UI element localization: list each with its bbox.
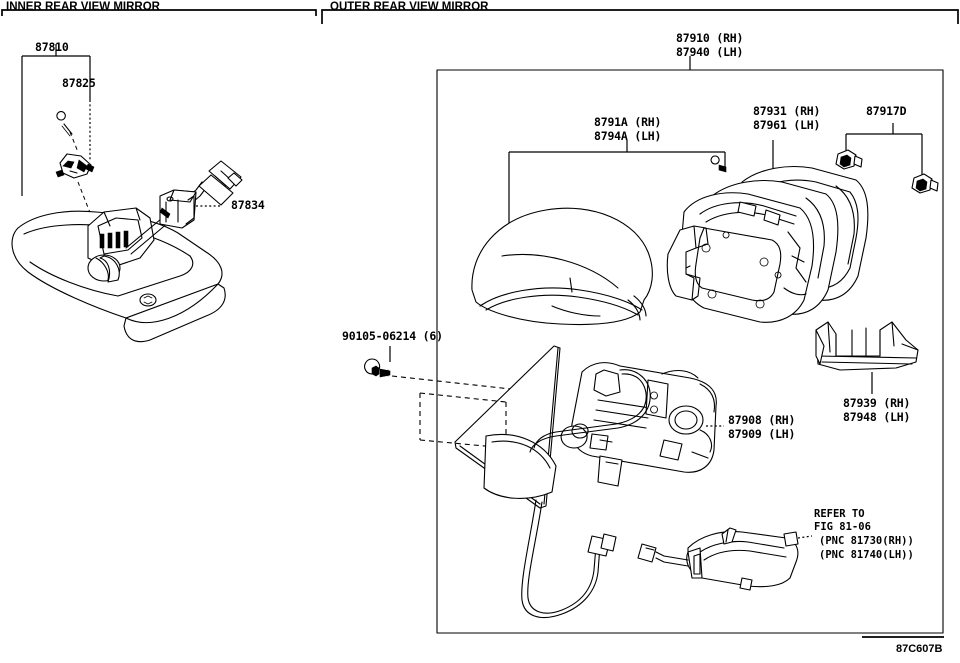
inner-mirror-stay-holder — [55, 153, 95, 179]
mirror-glass-cable — [521, 499, 617, 618]
callout-87940-lh[interactable]: 87940 (LH) — [676, 45, 744, 59]
inner-mirror-harness — [125, 160, 243, 255]
callout-87908-rh[interactable]: 87908 (RH) — [728, 413, 796, 427]
clip-87917D-lower — [911, 173, 939, 194]
mounting-bolt — [364, 358, 391, 378]
inner-mirror-bracket-87834 — [159, 189, 197, 229]
bolt-assembly-dash — [391, 375, 521, 391]
callout-87939-rh[interactable]: 87939 (RH) — [843, 396, 911, 410]
section-frame-outer — [321, 9, 959, 24]
outer-leader-cover — [508, 140, 726, 226]
section-title-outer: OUTER REAR VIEW MIRROR — [330, 1, 489, 13]
inner-leader-87810 — [21, 44, 91, 196]
callout-87910-rh[interactable]: 87910 (RH) — [676, 31, 744, 45]
outer-mirror-cover — [471, 207, 653, 326]
callout-87948-lh[interactable]: 87948 (LH) — [843, 410, 911, 424]
housing-screw — [710, 155, 727, 173]
turn-signal-lamp — [637, 527, 799, 591]
callout-8794A-lh[interactable]: 8794A (LH) — [594, 129, 662, 143]
outer-mirror-actuator — [529, 362, 717, 487]
outer-leader-clip — [845, 123, 923, 182]
callout-mounting-bolt[interactable]: 90105-06214 (6) — [342, 329, 443, 343]
reference-note-line3[interactable]: (PNC 81730(RH)) — [819, 535, 914, 547]
callout-87909-lh[interactable]: 87909 (LH) — [728, 427, 796, 441]
reference-note-line1: REFER TO — [814, 508, 865, 520]
clip-87917D-upper — [835, 149, 863, 170]
callout-87961-lh[interactable]: 87961 (LH) — [753, 118, 821, 132]
outer-mirror-housing — [666, 165, 869, 323]
callout-87834[interactable]: 87834 — [231, 198, 265, 212]
inner-mirror-screw — [56, 111, 73, 137]
mirror-glass-backplate — [483, 433, 557, 499]
callout-8791A-rh[interactable]: 8791A (RH) — [594, 115, 662, 129]
turn-signal-leader — [797, 535, 813, 539]
callout-87825[interactable]: 87825 — [62, 76, 96, 90]
inner-mirror-switch — [139, 293, 157, 307]
callout-87931-rh[interactable]: 87931 (RH) — [753, 104, 821, 118]
section-title-inner: INNER REAR VIEW MIRROR — [6, 1, 160, 13]
reference-note-line2[interactable]: FIG 81-06 — [814, 521, 871, 533]
reference-note-line4[interactable]: (PNC 81740(LH)) — [819, 549, 914, 561]
outer-mirror-retainer — [815, 321, 919, 371]
figure-code: 87C607B — [896, 643, 943, 655]
section-frame-inner — [1, 9, 317, 16]
callout-87917D[interactable]: 87917D — [866, 104, 907, 118]
inner-mirror-pivot — [87, 254, 121, 283]
callout-87810[interactable]: 87810 — [35, 40, 69, 54]
